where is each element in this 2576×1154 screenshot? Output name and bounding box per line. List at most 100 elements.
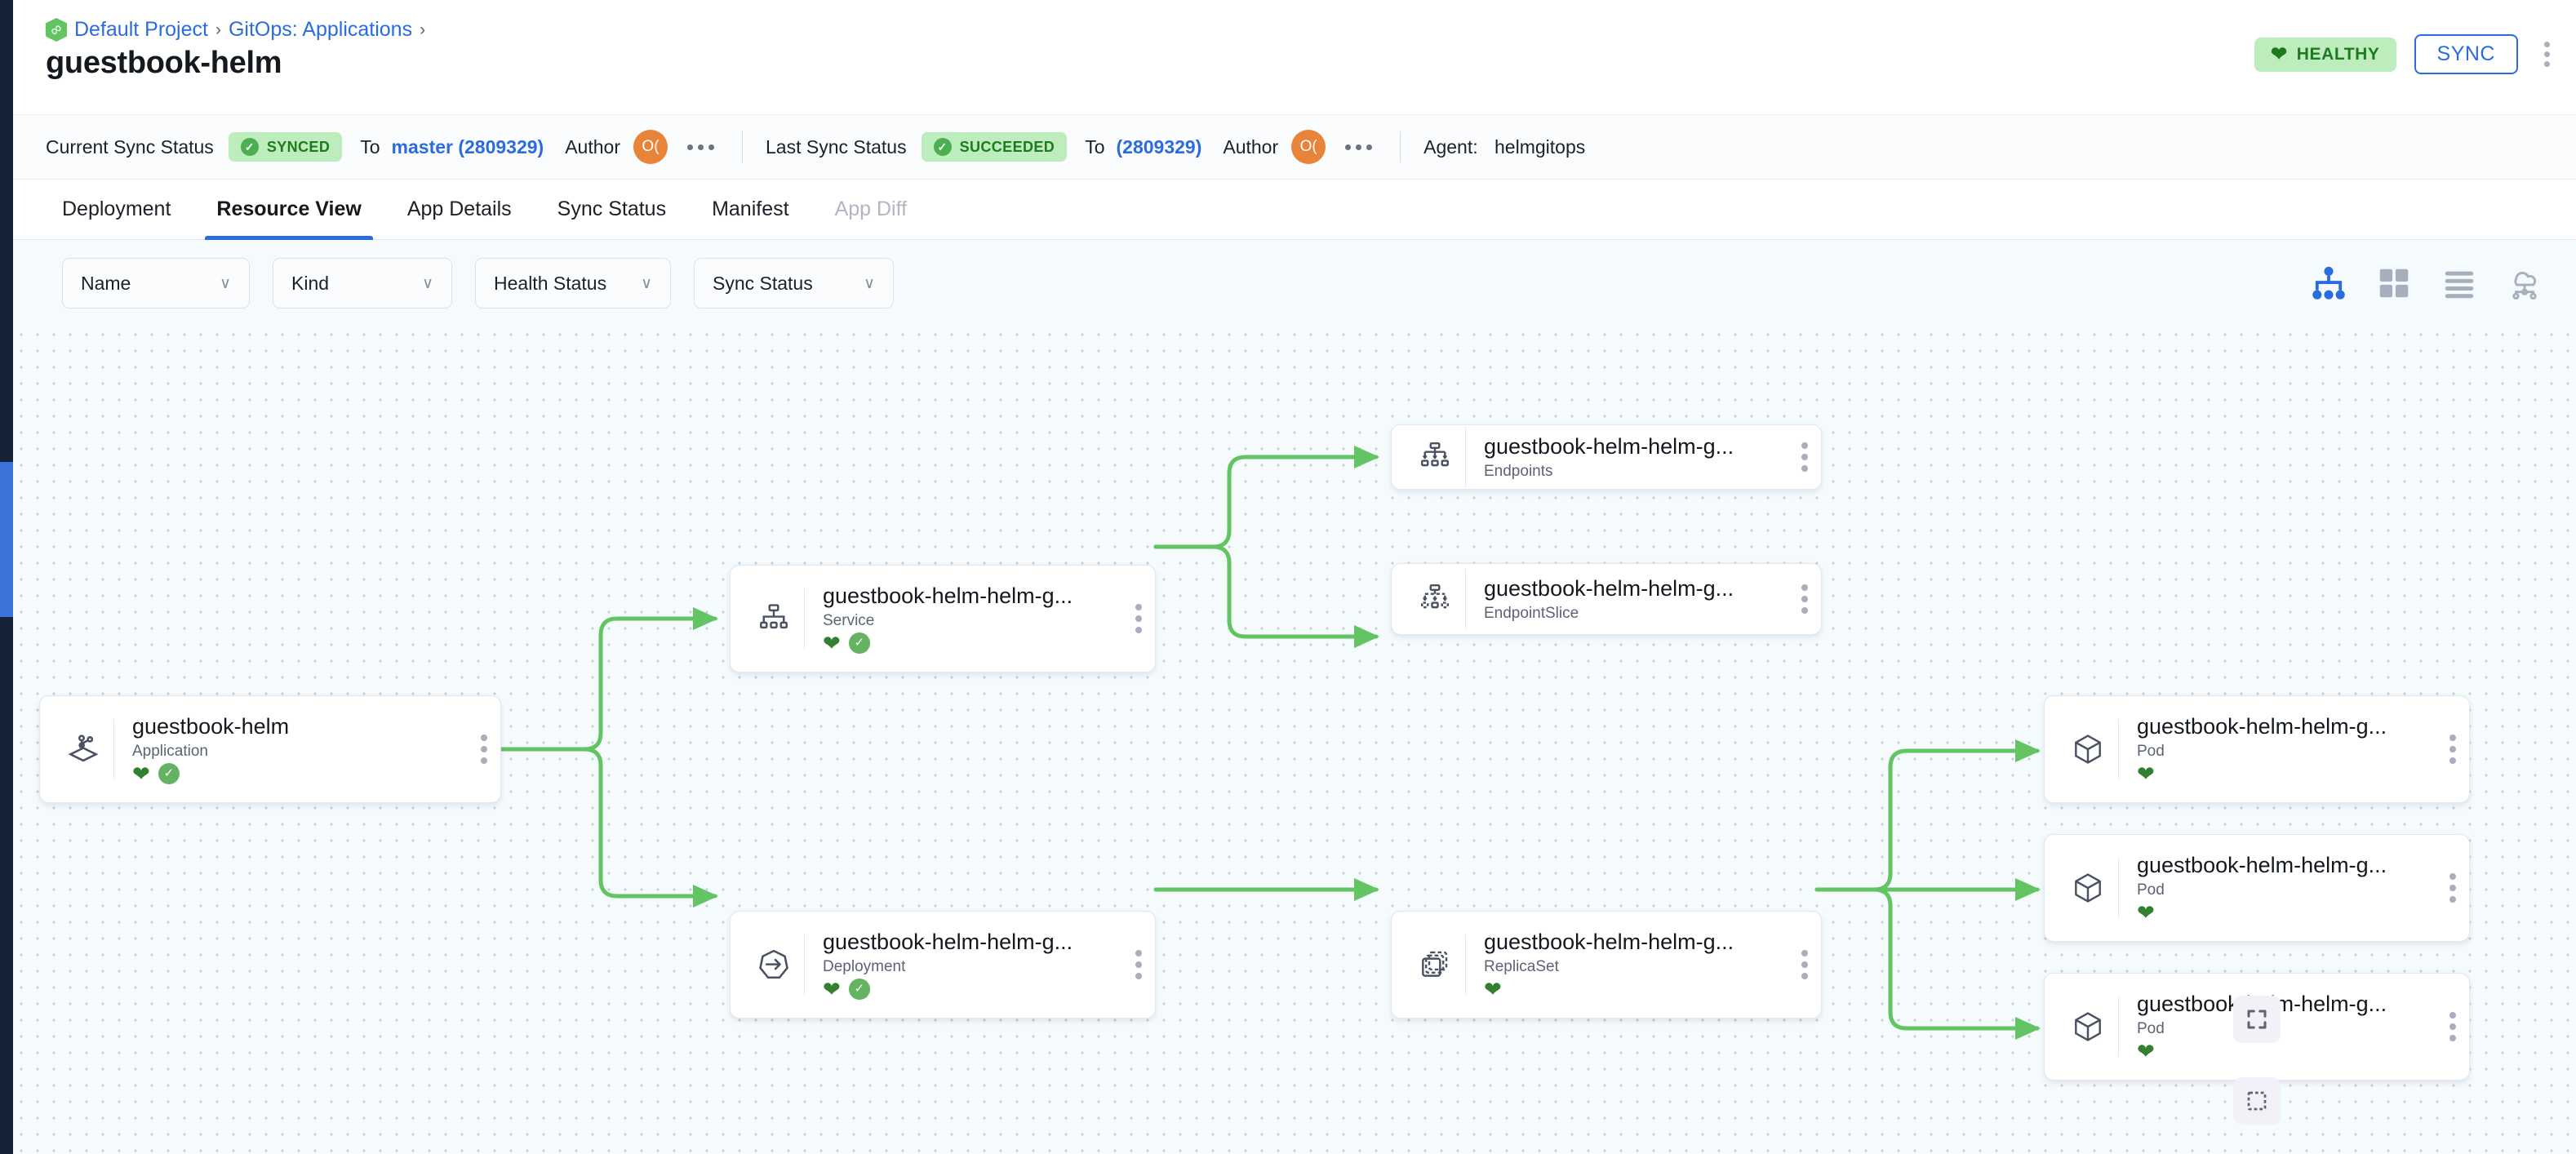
resource-graph-canvas[interactable]: guestbook-helm Application ❤ ✓ [13,326,2576,1154]
current-more-icon[interactable] [682,140,719,155]
check-circle-icon-2: ✓ [933,138,952,156]
breadcrumb-item-gitops-applications[interactable]: GitOps: Applications [228,18,413,41]
tab-sync-status[interactable]: Sync Status [557,198,667,220]
node-kind: Application [132,742,208,760]
heart-icon: ❤ [2137,1039,2155,1064]
node-menu-icon[interactable] [1130,596,1155,641]
grid-view-icon[interactable] [2375,264,2413,302]
node-divider [1465,427,1466,487]
last-to-label: To [1085,135,1105,158]
filter-sync-status-select[interactable]: Sync Status ∨ [694,258,894,308]
project-logo-icon [46,18,67,42]
service-icon [747,566,801,672]
tree-view-icon[interactable] [2310,264,2347,302]
graph-node-endpointslice[interactable]: guestbook-helm-helm-g... EndpointSlice [1391,563,1822,635]
filter-kind-select[interactable]: Kind ∨ [273,258,452,308]
last-more-icon[interactable] [1340,140,1377,155]
current-author-label: Author [565,135,620,158]
node-menu-icon[interactable] [1797,434,1821,480]
graph-node-pod-1[interactable]: guestbook-helm-helm-g... Pod ❤ [2044,695,2470,803]
endpointslice-icon [1408,564,1462,634]
graph-node-replicaset[interactable]: guestbook-helm-helm-g... ReplicaSet ❤ [1391,911,1822,1019]
sync-button[interactable]: SYNC [2414,34,2518,74]
node-status: ❤ [2137,1041,2436,1062]
node-menu-icon[interactable] [1797,942,1821,988]
node-kind: Deployment [823,957,906,975]
chevron-down-icon-3: ∨ [641,274,652,292]
node-divider [804,588,805,649]
current-to-label: To [360,135,380,158]
tab-bar: Deployment Resource View App Details Syn… [13,180,2576,240]
page-title: guestbook-helm [46,46,282,80]
check-circle-icon: ✓ [848,632,870,655]
tab-app-details[interactable]: App Details [406,198,512,220]
sync-status-bar: Current Sync Status ✓ SYNCED To master (… [13,114,2576,180]
status-divider-2 [1400,131,1401,162]
last-author-avatar[interactable]: O( [1291,130,1326,164]
node-kind: ReplicaSet [1484,957,1559,975]
node-kind: Endpoints [1484,462,1553,480]
node-kind: Service [823,611,875,629]
selection-box-icon[interactable] [2233,1077,2281,1125]
node-divider [1465,934,1466,995]
endpoints-icon [1408,425,1462,489]
pod-icon [2061,835,2115,941]
breadcrumb: Default Project › GitOps: Applications › [46,18,425,42]
check-circle-icon: ✓ [158,763,180,785]
health-status-badge[interactable]: ❤ HEALTHY [2254,37,2396,72]
graph-node-pod-2[interactable]: guestbook-helm-helm-g... Pod ❤ [2044,834,2470,942]
node-name: guestbook-helm-helm-g... [823,929,1073,954]
node-kind: Pod [2137,881,2165,899]
node-kind: EndpointSlice [1484,604,1579,622]
heart-icon: ❤ [132,761,150,787]
agent-value: helmgitops [1495,135,1586,158]
graph-node-deployment[interactable]: guestbook-helm-helm-g... Deployment ❤ ✓ [730,911,1156,1019]
last-author-label: Author [1223,135,1279,158]
check-circle-icon: ✓ [848,979,870,1001]
header-overflow-menu-icon[interactable] [2536,37,2558,72]
node-status: ❤ ✓ [823,632,1122,655]
node-menu-icon[interactable] [1797,576,1821,622]
node-menu-icon[interactable] [2445,1004,2469,1050]
breadcrumb-item-default-project[interactable]: Default Project [74,18,208,41]
tab-manifest[interactable]: Manifest [712,198,789,220]
node-menu-icon[interactable] [476,726,500,772]
node-kind: Pod [2137,742,2165,760]
node-name: guestbook-helm-helm-g... [1484,433,1734,459]
node-status: ❤ [2137,902,2436,923]
filter-health-status-select[interactable]: Health Status ∨ [475,258,671,308]
left-nav-rail-active-marker[interactable] [0,462,13,617]
current-revision-link[interactable]: master (2809329) [391,135,544,158]
node-status: ❤ ✓ [823,979,1122,1001]
agent-label: Agent: [1423,135,1478,158]
node-menu-icon[interactable] [1130,942,1155,988]
node-content: guestbook-helm-helm-g... Pod ❤ [2137,714,2445,785]
last-sync-status-chip-label: SUCCEEDED [959,138,1055,155]
network-view-icon[interactable] [2506,264,2543,302]
tab-resource-view[interactable]: Resource View [193,180,384,240]
resource-filter-toolbar: Name ∨ Kind ∨ Health Status ∨ Sync Statu… [13,240,2576,326]
node-menu-icon[interactable] [2445,726,2469,772]
graph-node-endpoints[interactable]: guestbook-helm-helm-g... Endpoints [1391,424,1822,490]
tab-app-diff: App Diff [834,198,908,220]
current-sync-status-chip: ✓ SYNCED [228,132,343,162]
fit-view-icon[interactable] [2233,996,2281,1043]
heart-icon: ❤ [1484,977,1502,1002]
node-divider [2118,719,2119,779]
node-status: ❤ [2137,763,2436,784]
view-mode-toggles [2310,240,2543,326]
deployment-icon [747,912,801,1018]
pod-icon [2061,974,2115,1080]
chevron-down-icon-2: ∨ [422,274,433,292]
node-menu-icon[interactable] [2445,865,2469,911]
filter-name-select[interactable]: Name ∨ [62,258,250,308]
graph-node-service[interactable]: guestbook-helm-helm-g... Service ❤ ✓ [730,565,1156,672]
filter-sync-status-label: Sync Status [713,272,813,294]
node-content: guestbook-helm-helm-g... Deployment ❤ ✓ [823,930,1130,1001]
list-view-icon[interactable] [2441,264,2478,302]
node-name: guestbook-helm-helm-g... [2137,713,2387,739]
tab-deployment[interactable]: Deployment [62,198,171,220]
last-revision-link[interactable]: (2809329) [1116,135,1202,158]
graph-node-application[interactable]: guestbook-helm Application ❤ ✓ [39,695,501,803]
current-author-avatar[interactable]: O( [633,130,668,164]
